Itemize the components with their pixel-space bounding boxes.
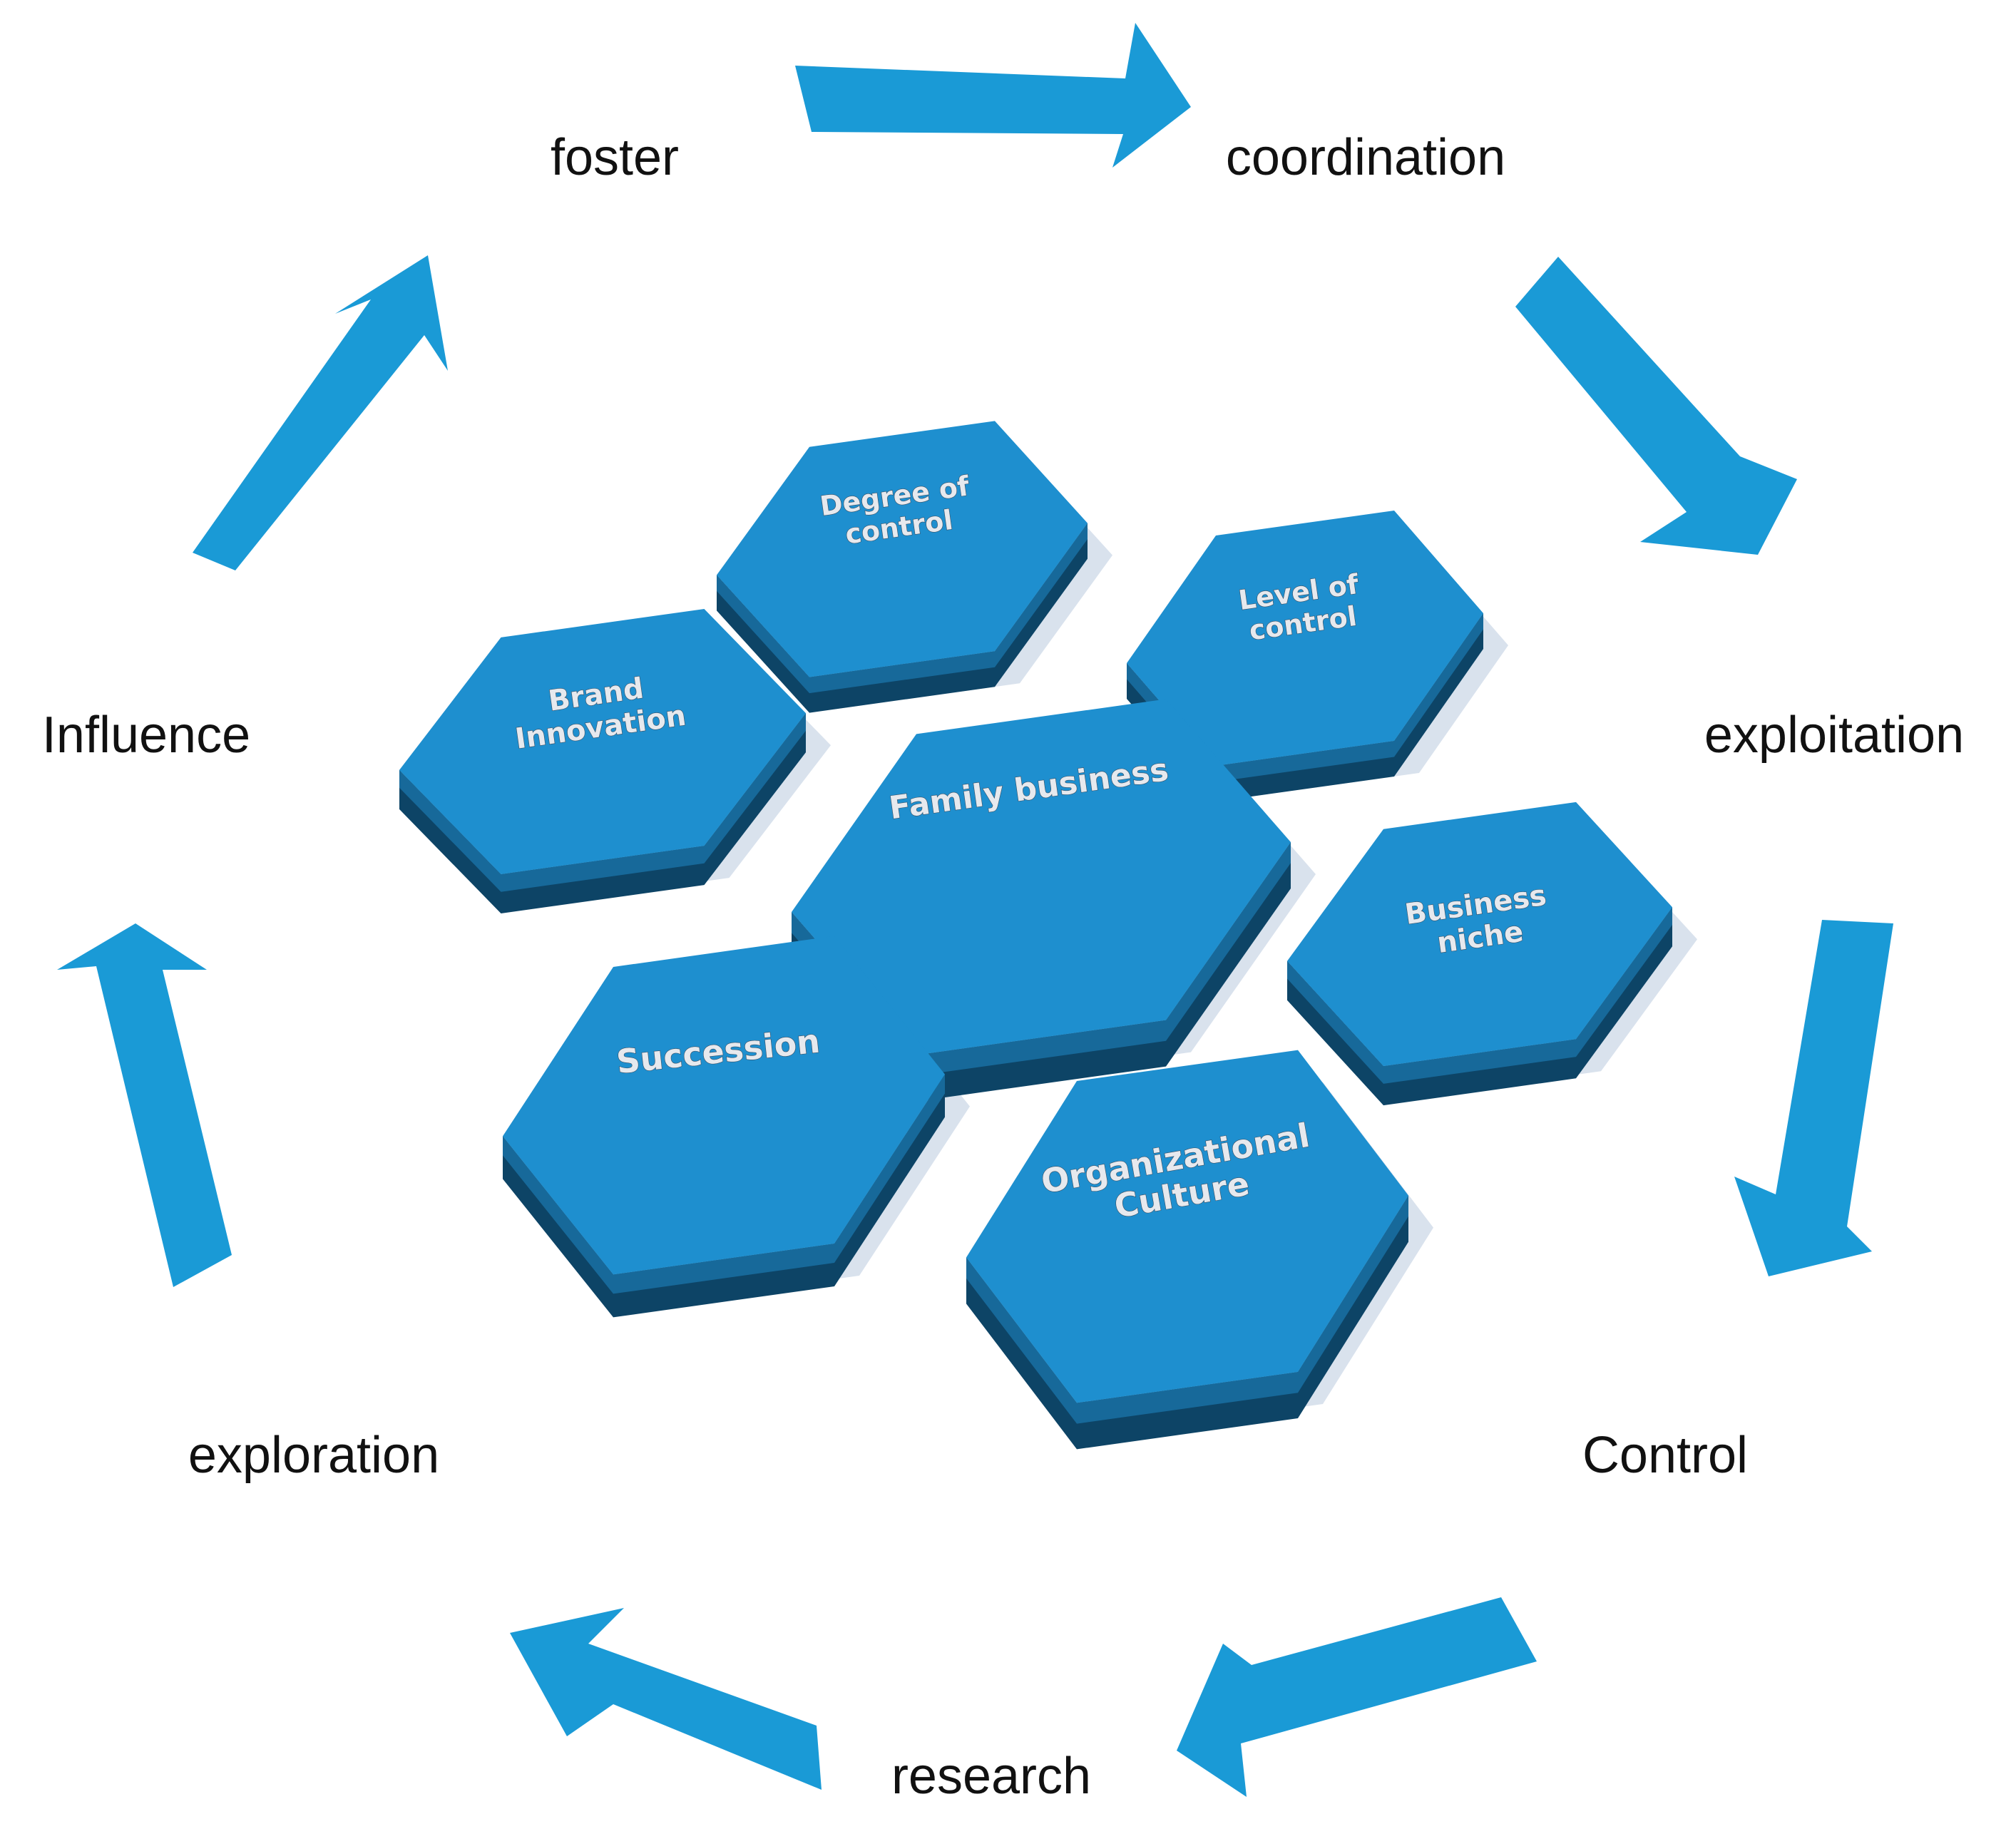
cycle-labels: foster coordination exploitation Control… [42, 129, 1964, 1805]
label-foster: foster [551, 129, 679, 186]
label-influence: Influence [42, 707, 250, 764]
arrow-exploitation-to-control [1734, 920, 1893, 1276]
label-coordination: coordination [1226, 129, 1505, 186]
cycle-arrows [57, 23, 1893, 1797]
hex-succession: Succession [503, 936, 945, 1318]
label-research: research [891, 1748, 1091, 1805]
hex-top-face [966, 1050, 1408, 1403]
hex-top-face [1127, 511, 1483, 766]
arrow-coordination-to-exploitation [1515, 257, 1797, 555]
hex-top-face [717, 421, 1088, 677]
hex-bevel [399, 713, 806, 892]
hex-top-face [503, 936, 945, 1275]
arrow-influence-to-foster [193, 255, 448, 570]
label-control: Control [1582, 1427, 1748, 1484]
hex-top-face [399, 609, 806, 874]
hex-top-face [1287, 801, 1672, 1067]
arrow-control-to-research [1177, 1597, 1537, 1797]
label-exploration: exploration [188, 1427, 439, 1484]
arrow-foster-to-coordination [795, 23, 1191, 168]
hex-bevel [1287, 907, 1672, 1084]
hex-top-face [792, 699, 1291, 1055]
label-exploitation: exploitation [1704, 707, 1964, 764]
arrow-research-to-exploration [510, 1608, 822, 1790]
hex-family-business: Family business [792, 699, 1291, 1102]
arrow-exploration-to-influence [57, 923, 232, 1287]
